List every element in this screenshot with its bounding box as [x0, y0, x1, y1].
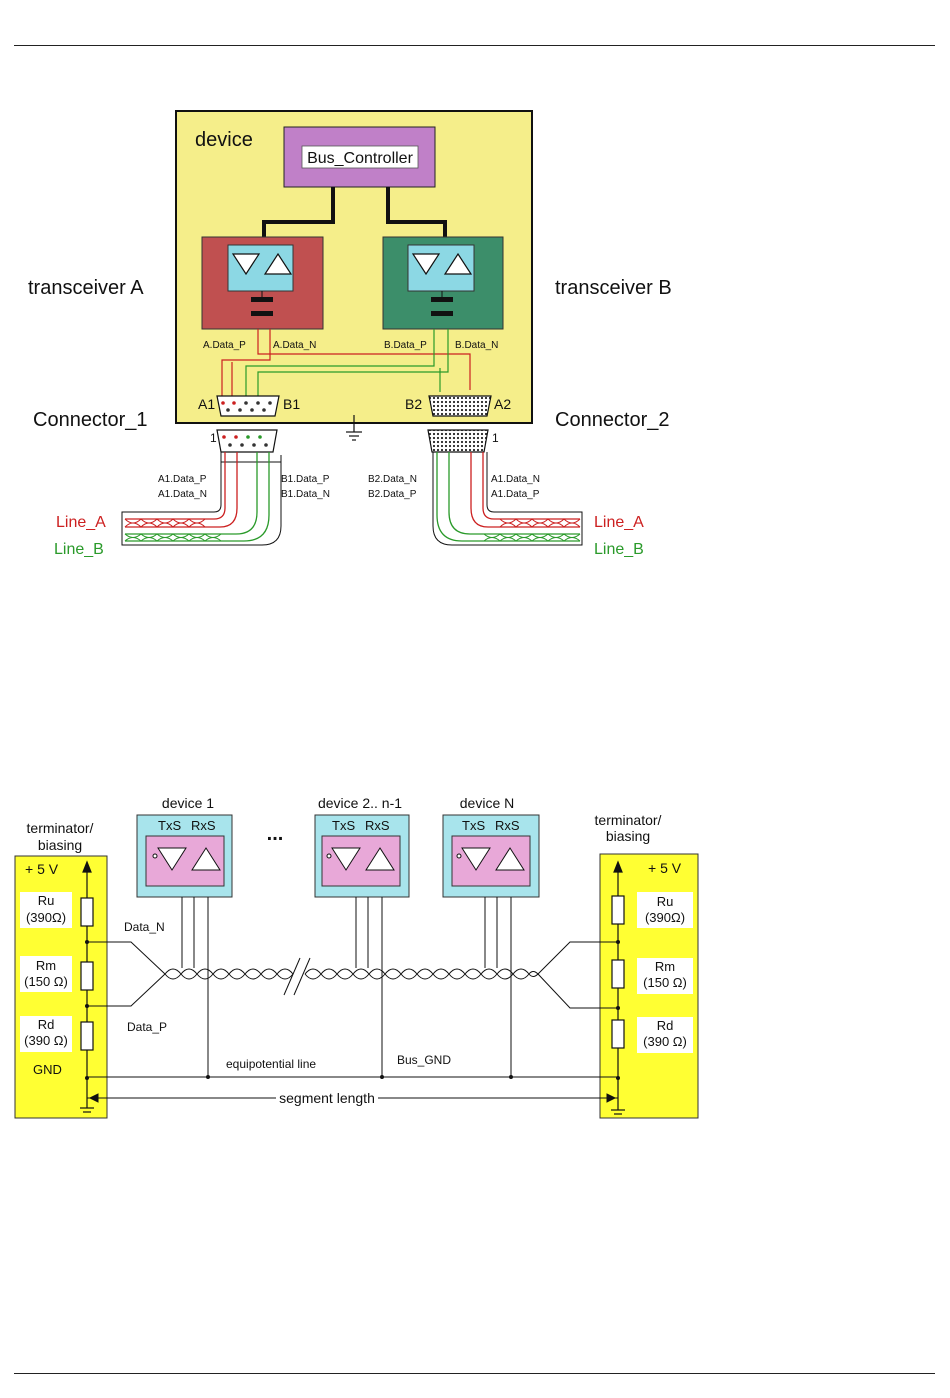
cable-2-wires	[436, 452, 580, 542]
terminator-left-label-2: biasing	[38, 837, 82, 853]
ellipsis-label: ...	[267, 823, 284, 845]
b-data-p-label: B.Data_P	[384, 340, 427, 351]
device-n-label: device N	[460, 795, 514, 811]
bus-gnd-label: Bus_GND	[397, 1053, 451, 1067]
txs-label: TxS	[462, 818, 485, 833]
cable-2-housing	[432, 452, 583, 546]
txs-label: TxS	[332, 818, 355, 833]
connector-2-plug	[427, 429, 489, 453]
rxs-label: RxS	[495, 818, 520, 833]
segment-length-dimension	[87, 1093, 618, 1103]
plus5v-left: + 5 V	[25, 861, 59, 877]
rd-right-value: (390 Ω)	[643, 1034, 687, 1049]
ru-right-value: (390Ω)	[645, 910, 685, 925]
link-to-transceiver-b	[386, 187, 447, 237]
rm-right-name: Rm	[655, 959, 675, 974]
pin-a1-label: A1	[198, 396, 215, 412]
device-n-box: device N TxS RxS	[442, 795, 540, 898]
terminator-right-label-2: biasing	[606, 828, 650, 844]
device-connection-diagram: device Bus_Controller transceiver A A.Da…	[28, 110, 672, 558]
rm-right-value: (150 Ω)	[643, 975, 687, 990]
right-resistor-ladder	[611, 860, 625, 1115]
line-b-twist-left	[124, 533, 222, 542]
bus-controller-label: Bus_Controller	[307, 150, 414, 167]
transceiver-b-label: transceiver B	[555, 277, 672, 299]
c1-a1-data-p: A1.Data_P	[158, 474, 207, 485]
device-label: device	[195, 129, 253, 151]
transceiver-a-label: transceiver A	[28, 277, 144, 299]
data-n-label: Data_N	[124, 920, 165, 934]
txs-label: TxS	[158, 818, 181, 833]
device-drop-wires	[181, 897, 512, 1077]
pin1-right-label: 1	[492, 431, 499, 445]
ru-right-name: Ru	[657, 894, 674, 909]
pin-b1-label: B1	[283, 396, 300, 412]
cable-1-housing	[220, 452, 282, 463]
device-1-box: device 1 TxS RxS	[136, 795, 233, 898]
pin1-left-label: 1	[210, 431, 217, 445]
plus5v-right: + 5 V	[648, 860, 682, 876]
b-data-n-label: B.Data_N	[455, 340, 498, 351]
terminator-right-label-1: terminator/	[595, 812, 662, 828]
equipotential-label: equipotential line	[226, 1057, 316, 1071]
internal-wiring	[221, 329, 471, 398]
c2-a1-data-n: A1.Data_N	[491, 474, 540, 485]
line-a-left-label: Line_A	[56, 514, 106, 531]
link-to-transceiver-a	[262, 187, 335, 237]
a-data-n-label: A.Data_N	[273, 340, 316, 351]
c2-b2-data-n: B2.Data_N	[368, 474, 417, 485]
line-a-twist-right	[499, 518, 581, 528]
line-b-left-label: Line_B	[54, 541, 104, 558]
device-1-label: device 1	[162, 795, 214, 811]
c2-b2-data-p: B2.Data_P	[368, 489, 417, 500]
rd-right-name: Rd	[657, 1018, 674, 1033]
c1-b1-data-p: B1.Data_P	[281, 474, 330, 485]
connector-2-socket	[428, 395, 492, 417]
twisted-pair-bus	[87, 941, 618, 1009]
connector-2-label: Connector_2	[555, 409, 670, 431]
rxs-label: RxS	[365, 818, 390, 833]
device-mid-label: device 2.. n-1	[318, 795, 402, 811]
line-a-right-label: Line_A	[594, 514, 644, 531]
top-rule	[14, 45, 935, 46]
gnd-label: GND	[33, 1062, 62, 1077]
connector-1-label: Connector_1	[33, 409, 148, 431]
a-data-p-label: A.Data_P	[203, 340, 246, 351]
rm-left-name: Rm	[36, 958, 56, 973]
ru-left-name: Ru	[38, 893, 55, 908]
bus-termination-diagram: terminator/ biasing + 5 V Ru (390Ω) Rm (…	[14, 795, 699, 1119]
connector-1-socket	[216, 395, 280, 417]
c1-b1-data-n: B1.Data_N	[281, 489, 330, 500]
c1-a1-data-n: A1.Data_N	[158, 489, 207, 500]
pin-a2-label: A2	[494, 396, 511, 412]
rxs-label: RxS	[191, 818, 216, 833]
device-mid-box: device 2.. n-1 TxS RxS	[314, 795, 410, 898]
c2-a1-data-p: A1.Data_P	[491, 489, 540, 500]
cable-1-wires	[125, 452, 270, 542]
ground-symbol	[346, 415, 362, 441]
line-a-twist-left	[124, 518, 206, 528]
rm-left-value: (150 Ω)	[24, 974, 68, 989]
ru-left-value: (390Ω)	[26, 910, 66, 925]
terminator-left-label-1: terminator/	[27, 820, 94, 836]
left-resistor-ladder	[80, 860, 94, 1113]
bottom-rule	[14, 1373, 935, 1374]
rd-left-value: (390 Ω)	[24, 1033, 68, 1048]
pin-b2-label: B2	[405, 396, 422, 412]
line-b-twist-right	[483, 533, 581, 542]
line-b-right-label: Line_B	[594, 541, 644, 558]
rd-left-name: Rd	[38, 1017, 55, 1032]
data-p-label: Data_P	[127, 1020, 167, 1034]
connector-1-plug	[216, 429, 278, 453]
segment-length-label: segment length	[279, 1090, 375, 1106]
